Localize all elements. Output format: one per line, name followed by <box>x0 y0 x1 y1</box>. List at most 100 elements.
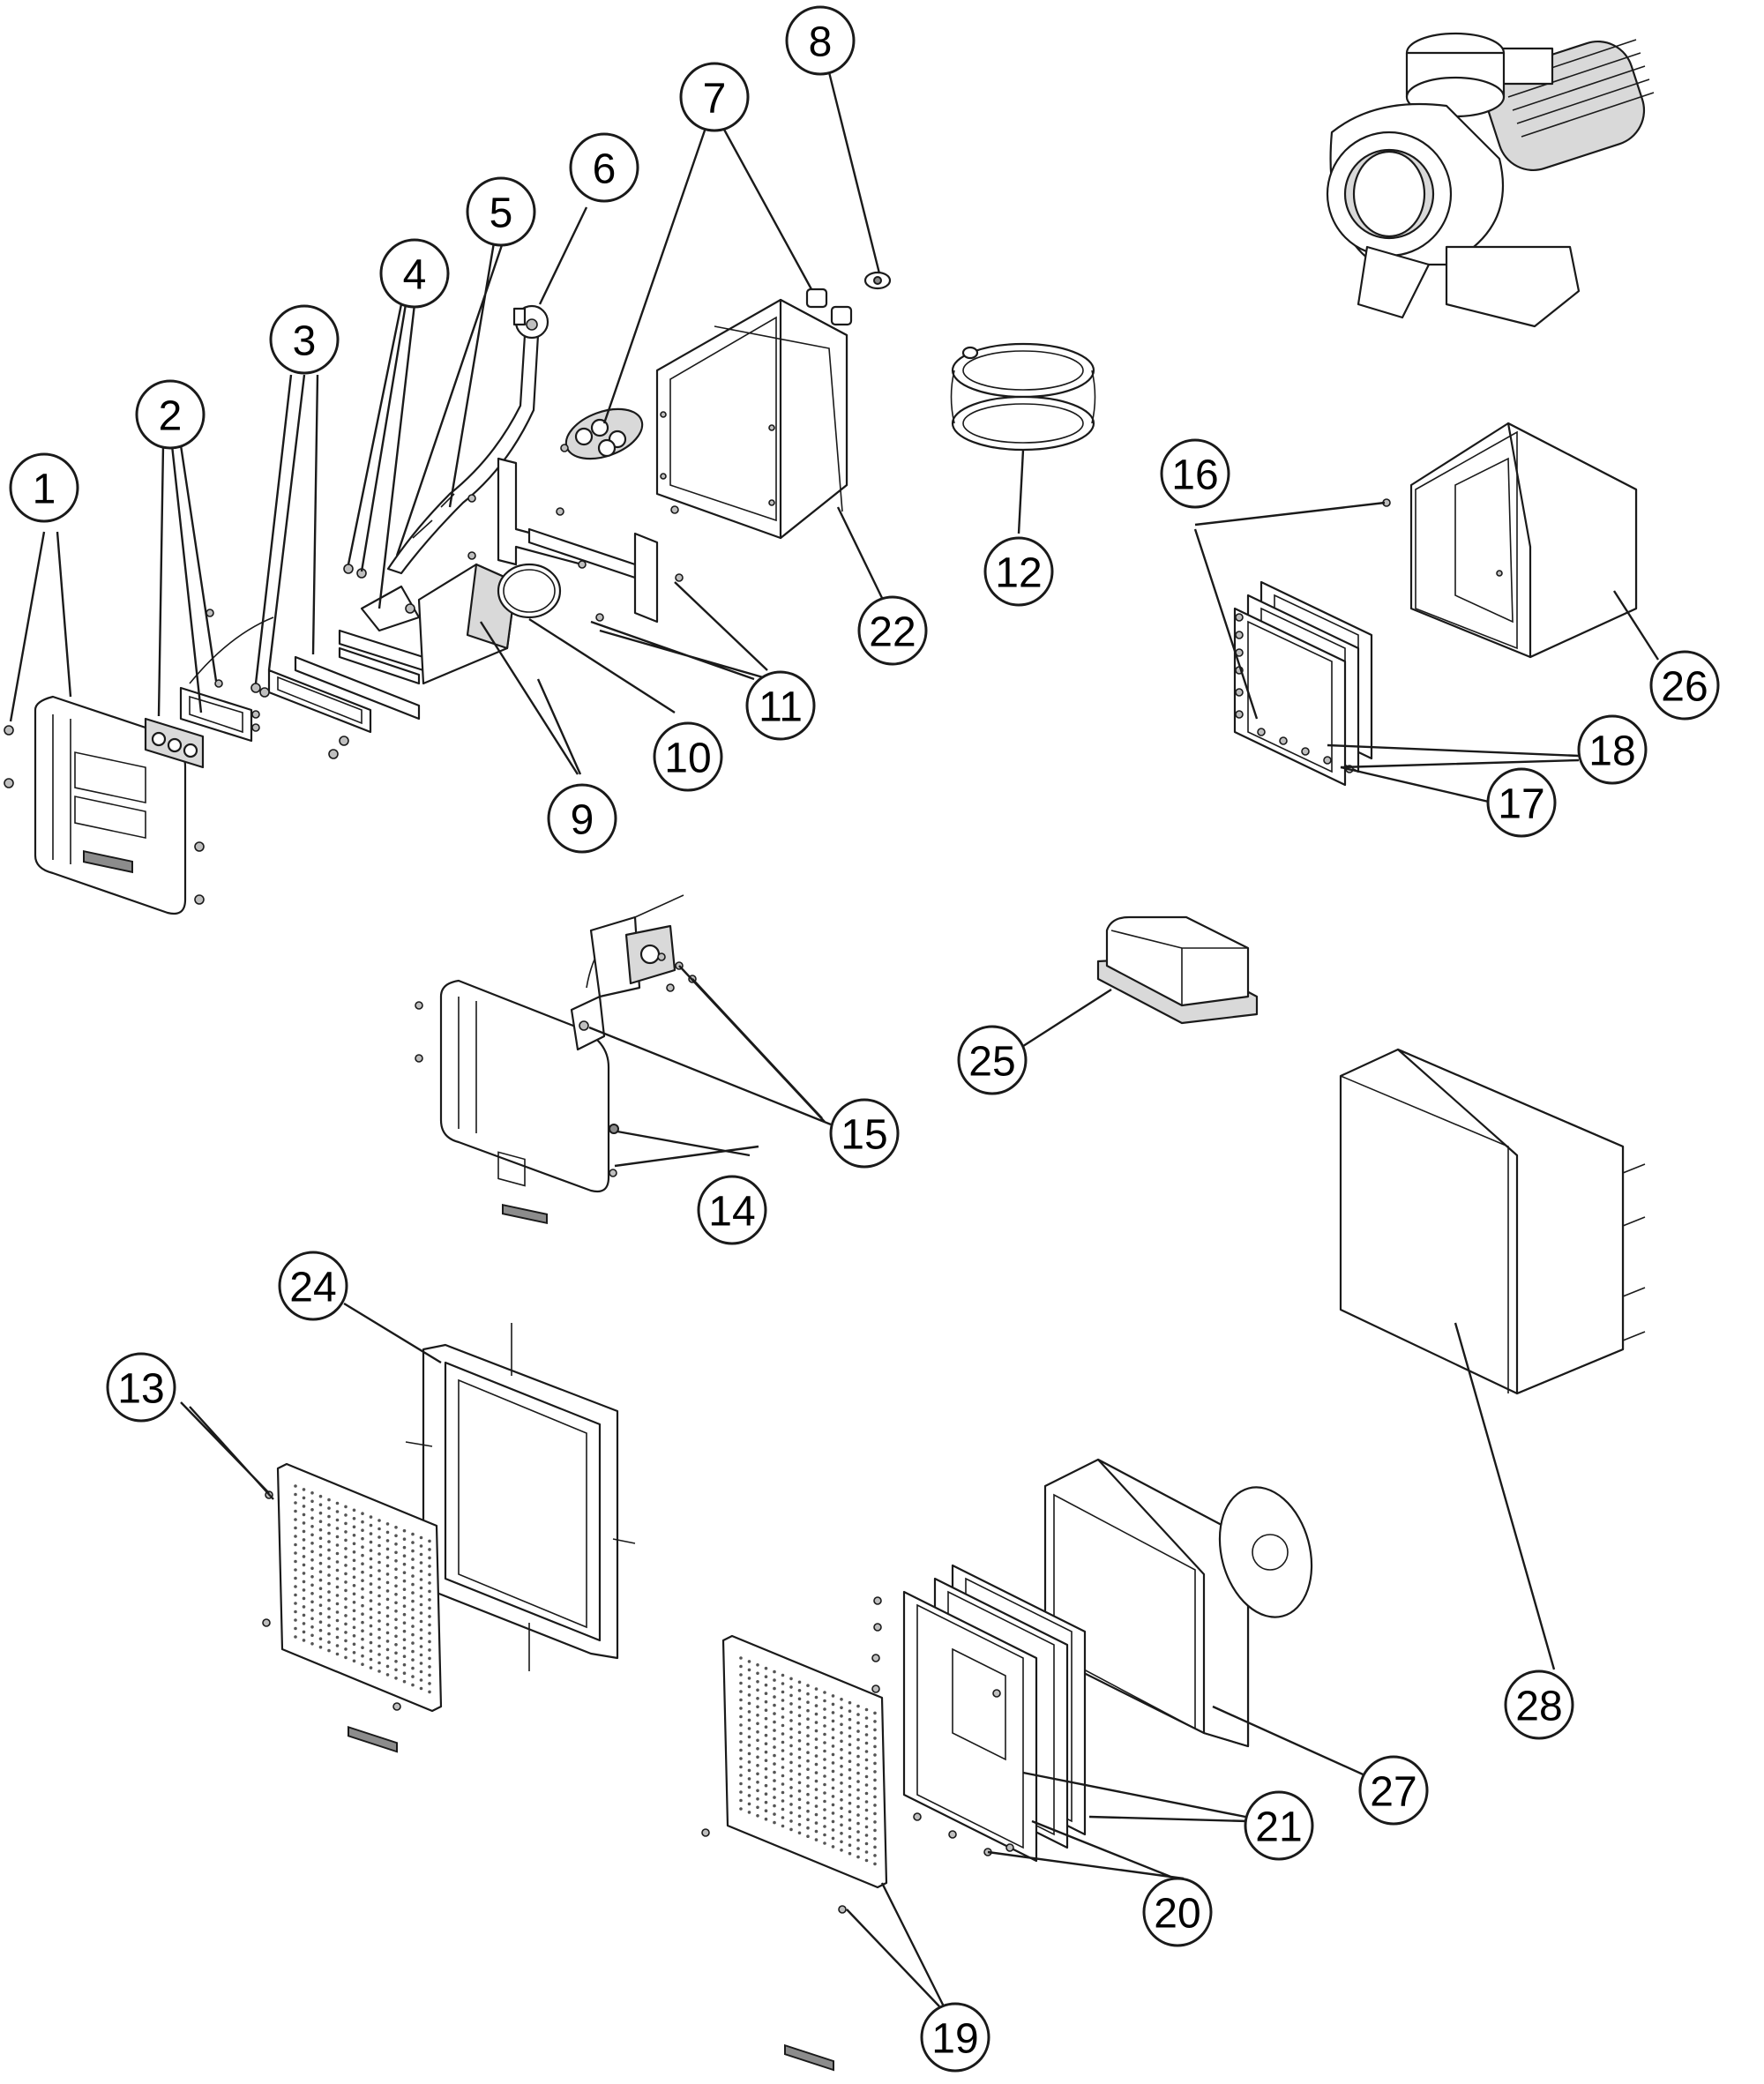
perforation-hole <box>302 1505 306 1508</box>
perforation-hole <box>369 1640 373 1645</box>
perforation-hole <box>856 1754 860 1759</box>
part-27-niche-housing <box>1043 1458 1313 1748</box>
perforation-hole <box>318 1528 323 1532</box>
perforation-hole <box>411 1675 415 1678</box>
perforation-hole <box>831 1811 835 1815</box>
callout-label: 18 <box>1588 728 1635 775</box>
callout-13: 13 <box>106 1352 176 1423</box>
perforation-hole <box>335 1618 340 1623</box>
perforation-hole <box>428 1572 431 1577</box>
callout-25: 25 <box>957 1025 1028 1095</box>
perforation-hole <box>856 1729 860 1733</box>
perforation-hole <box>797 1823 802 1826</box>
perforation-hole <box>739 1748 743 1752</box>
perforation-hole <box>781 1673 785 1677</box>
perforation-hole <box>756 1772 759 1776</box>
perforation-hole <box>739 1707 743 1710</box>
perforation-hole <box>344 1538 348 1542</box>
callout-label: 6 <box>593 146 617 193</box>
perforation-hole <box>848 1826 852 1830</box>
perforation-hole <box>747 1727 751 1730</box>
perforation-hole <box>789 1769 793 1773</box>
perforation-hole <box>352 1575 356 1580</box>
perforation-hole <box>823 1799 826 1804</box>
perforation-hole <box>739 1723 743 1727</box>
perforation-hole <box>806 1708 810 1713</box>
perforation-hole <box>856 1838 860 1842</box>
part-3-bracket-set <box>250 655 421 759</box>
perforation-hole <box>335 1602 340 1606</box>
perforation-hole <box>352 1534 356 1537</box>
perforation-hole <box>310 1633 314 1638</box>
perforation-hole <box>797 1814 802 1819</box>
perforation-hole <box>419 1602 423 1607</box>
perforation-hole <box>747 1777 751 1781</box>
callout-label: 25 <box>968 1039 1015 1086</box>
perforation-hole <box>294 1635 297 1639</box>
perforation-hole <box>806 1717 810 1721</box>
leader-lines <box>9 61 1660 2007</box>
perforation-hole <box>327 1590 331 1594</box>
perforation-hole <box>344 1605 348 1610</box>
perforation-hole <box>814 1721 818 1724</box>
perforation-hole <box>361 1654 364 1658</box>
perforation-hole <box>823 1766 826 1770</box>
perforation-hole <box>377 1552 381 1556</box>
perforation-hole <box>318 1553 323 1557</box>
perforation-hole <box>428 1556 431 1560</box>
callout-label: 1 <box>33 467 56 513</box>
perforation-hole <box>797 1697 802 1701</box>
perforation-hole <box>302 1596 306 1601</box>
perforation-hole <box>773 1703 776 1707</box>
perforation-hole <box>402 1604 407 1608</box>
part-16-screws <box>1235 498 1391 773</box>
perforation-hole <box>385 1623 390 1626</box>
perforation-hole <box>864 1791 869 1796</box>
perforation-hole <box>428 1548 431 1551</box>
perforation-hole <box>764 1699 768 1704</box>
perforation-hole <box>797 1756 802 1759</box>
perforation-hole <box>369 1632 373 1636</box>
callout-label: 22 <box>869 609 916 656</box>
perforation-hole <box>318 1570 323 1573</box>
perforation-hole <box>848 1834 852 1839</box>
perforation-hole <box>781 1715 785 1719</box>
perforation-hole <box>394 1526 398 1529</box>
perforation-hole <box>806 1775 810 1780</box>
perforation-hole <box>302 1546 306 1550</box>
perforation-hole <box>428 1690 431 1694</box>
perforation-hole <box>773 1787 776 1791</box>
perforation-hole <box>764 1809 768 1812</box>
perforation-hole <box>756 1722 759 1726</box>
perforation-hole <box>428 1589 431 1594</box>
perforation-hole <box>797 1680 802 1684</box>
perforation-hole <box>831 1828 835 1832</box>
perforation-hole <box>806 1692 810 1696</box>
perforation-hole <box>840 1698 843 1701</box>
perforation-hole <box>831 1845 835 1849</box>
perforation-hole <box>831 1795 835 1798</box>
perforation-hole <box>385 1597 390 1602</box>
perforation-hole <box>310 1516 314 1520</box>
perforation-hole <box>361 1512 364 1515</box>
perforation-hole <box>756 1663 759 1667</box>
perforation-hole <box>352 1625 356 1630</box>
perforation-hole <box>361 1562 364 1565</box>
perforation-hole <box>419 1669 423 1674</box>
perforation-hole <box>781 1807 785 1811</box>
callout-21: 21 <box>1244 1790 1314 1861</box>
perforation-hole <box>840 1789 843 1794</box>
perforation-hole <box>394 1576 398 1580</box>
part-13-perforated-grate <box>262 1462 443 1753</box>
perforation-hole <box>764 1683 768 1687</box>
perforation-hole <box>739 1757 743 1760</box>
perforation-hole <box>294 1526 297 1530</box>
part-26-niche-housing <box>1409 422 1638 659</box>
perforation-hole <box>394 1550 398 1555</box>
perforation-hole <box>756 1738 759 1743</box>
perforation-hole <box>781 1740 785 1744</box>
perforation-hole <box>831 1769 835 1774</box>
perforation-hole <box>344 1513 348 1517</box>
perforation-hole <box>840 1840 843 1844</box>
callout-label: 15 <box>841 1112 887 1159</box>
